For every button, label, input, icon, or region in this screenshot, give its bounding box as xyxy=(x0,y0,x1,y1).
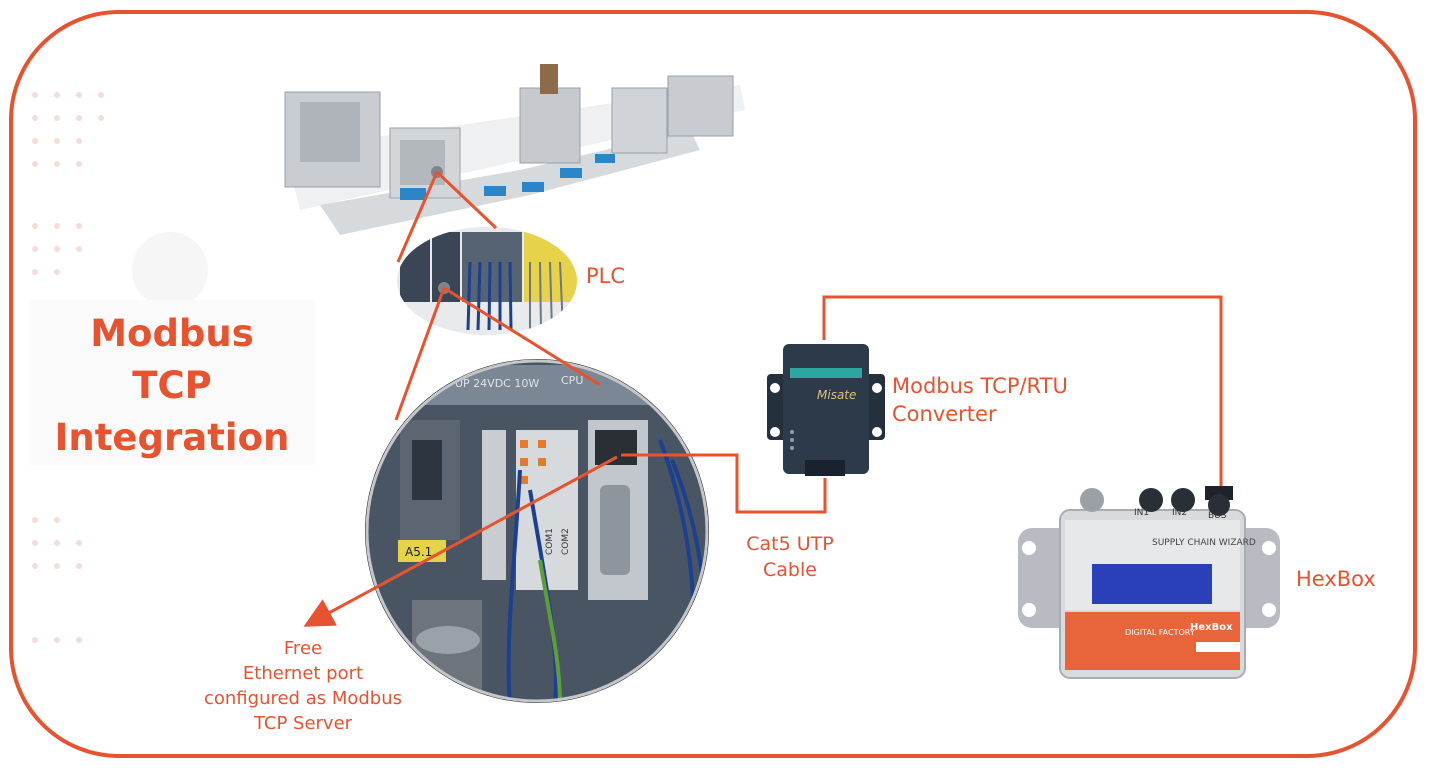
hexbox-label: HexBox xyxy=(1296,567,1376,591)
diagram-frame xyxy=(9,10,1417,758)
zoom-connector-lines xyxy=(394,170,601,421)
free-port-label: Free Ethernet port configured as Modbus … xyxy=(172,636,434,736)
hexbox-in2-text: IN2 xyxy=(1172,508,1187,518)
converter-label-line-1: Modbus TCP/RTU xyxy=(892,374,1068,398)
plc-tag-text: A5.1 xyxy=(405,545,432,559)
plc-com2-text: COM2 xyxy=(561,528,571,555)
cable-label-line-2: Cable xyxy=(763,559,817,581)
plc-image xyxy=(397,227,577,335)
cat5-cable-line xyxy=(621,453,827,514)
plc-com1-text: COM1 xyxy=(545,528,555,555)
diagram-title: Modbus TCP Integration xyxy=(32,308,312,464)
ethernet-port xyxy=(595,430,637,465)
title-line-3: Integration xyxy=(54,416,290,459)
title-line-2: TCP xyxy=(132,364,212,407)
converter-label-line-2: Converter xyxy=(892,402,997,426)
hexbox-brand-text: HexBox xyxy=(1190,622,1233,633)
free-port-arrow xyxy=(303,455,618,627)
plc-label: PLC xyxy=(586,264,626,288)
cable-label: Cat5 UTP Cable xyxy=(725,531,855,583)
converter-label: Modbus TCP/RTU Converter xyxy=(892,372,1068,428)
converter-brand-text: Misate xyxy=(817,388,856,402)
hexbox-device: SUPPLY CHAIN WIZARD DIGITAL FACTORY HexB… xyxy=(1018,486,1280,679)
port-label-line-3: configured as Modbus xyxy=(203,688,403,709)
plc-cpu-text: CPU xyxy=(561,374,583,387)
hexbox-factory-text: DIGITAL FACTORY xyxy=(1125,628,1195,637)
hexbox-in1-text: IN1 xyxy=(1134,508,1149,518)
plc-power-text: UP 24VDC 10W xyxy=(455,377,539,390)
port-label-line-1: Free xyxy=(283,638,323,659)
hexbox-bus-text: BUS xyxy=(1208,511,1227,521)
rs485-cable-line xyxy=(822,295,1223,490)
port-label-line-2: Ethernet port xyxy=(242,663,364,684)
hexbox-top-text: SUPPLY CHAIN WIZARD xyxy=(1152,538,1256,548)
title-line-1: Modbus xyxy=(90,312,254,355)
port-label-line-4: TCP Server xyxy=(253,713,353,734)
modbus-converter-device: Misate xyxy=(767,344,885,476)
cable-label-line-1: Cat5 UTP xyxy=(746,533,834,555)
production-line-image xyxy=(284,64,745,235)
